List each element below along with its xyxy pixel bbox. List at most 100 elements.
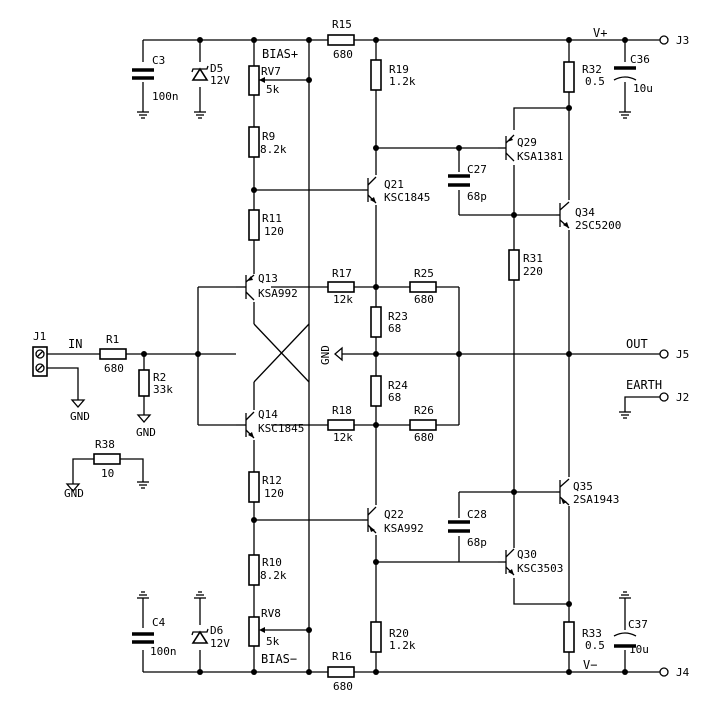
q22-ref: Q22 bbox=[384, 508, 404, 521]
transistor-q13: Q13 KSA992 bbox=[236, 272, 298, 301]
r25-value: 680 bbox=[414, 293, 434, 306]
c37-ref: C37 bbox=[628, 618, 648, 631]
r25-ref: R25 bbox=[414, 267, 434, 280]
r16-ref: R16 bbox=[332, 650, 352, 663]
r23-value: 68 bbox=[388, 322, 401, 335]
wires bbox=[47, 39, 660, 673]
resistor-r32: R32 0.5 bbox=[563, 61, 605, 93]
r9-value: 8.2k bbox=[260, 143, 287, 156]
q30-part: KSC3503 bbox=[517, 562, 563, 575]
r19-value: 1.2k bbox=[389, 75, 416, 88]
c4-ref: C4 bbox=[152, 616, 166, 629]
q29-ref: Q29 bbox=[517, 136, 537, 149]
r16-value: 680 bbox=[333, 680, 353, 693]
r19-ref: R19 bbox=[389, 63, 409, 76]
ground-j1: GND bbox=[70, 399, 90, 423]
r32-ref: R32 bbox=[582, 63, 602, 76]
j1-ref: J1 bbox=[33, 330, 46, 343]
gnd-label-r38: GND bbox=[64, 487, 84, 500]
r32-value: 0.5 bbox=[585, 75, 605, 88]
resistor-r15: R15 680 bbox=[327, 18, 355, 61]
q34-part: 2SC5200 bbox=[575, 219, 621, 232]
r17-value: 12k bbox=[333, 293, 353, 306]
capacitor-c3: C3 100n bbox=[132, 54, 179, 103]
capacitor-c27: C27 68p bbox=[448, 163, 487, 203]
q30-ref: Q30 bbox=[517, 548, 537, 561]
net-label-bias-plus: BIAS+ bbox=[262, 47, 298, 61]
rv8-ref: RV8 bbox=[261, 607, 281, 620]
net-label-bias-minus: BIAS− bbox=[261, 652, 297, 666]
net-label-v-minus: V− bbox=[583, 658, 597, 672]
c3-value: 100n bbox=[152, 90, 179, 103]
potentiometer-rv7: RV7 5k bbox=[248, 65, 281, 96]
net-label-in: IN bbox=[68, 337, 82, 351]
r24-ref: R24 bbox=[388, 379, 408, 392]
terminal-j4: J4 bbox=[659, 666, 690, 679]
gnd-label-center: GND bbox=[319, 345, 332, 365]
resistor-r26: R26 680 bbox=[409, 404, 437, 444]
r18-value: 12k bbox=[333, 431, 353, 444]
r38-ref: R38 bbox=[95, 438, 115, 451]
r10-value: 8.2k bbox=[260, 569, 287, 582]
r26-value: 680 bbox=[414, 431, 434, 444]
r26-ref: R26 bbox=[414, 404, 434, 417]
j2-ref: J2 bbox=[676, 391, 689, 404]
capacitor-c36: C36 10u bbox=[613, 53, 653, 95]
j4-ref: J4 bbox=[676, 666, 690, 679]
d6-ref: D6 bbox=[210, 624, 223, 637]
rv8-value: 5k bbox=[266, 635, 280, 648]
q34-ref: Q34 bbox=[575, 206, 595, 219]
q13-ref: Q13 bbox=[258, 272, 278, 285]
r11-ref: R11 bbox=[262, 212, 282, 225]
q13-part: KSA992 bbox=[258, 287, 298, 300]
r15-value: 680 bbox=[333, 48, 353, 61]
c36-value: 10u bbox=[633, 82, 653, 95]
ground-d5 bbox=[194, 111, 206, 119]
r18-ref: R18 bbox=[332, 404, 352, 417]
q21-part: KSC1845 bbox=[384, 191, 430, 204]
resistor-r38: R38 10 bbox=[93, 438, 121, 480]
resistor-r33: R33 0.5 bbox=[563, 621, 605, 653]
ground-c3 bbox=[137, 111, 149, 119]
resistor-r2: R2 33k bbox=[138, 369, 173, 397]
resistor-r16: R16 680 bbox=[327, 650, 355, 693]
r15-ref: R15 bbox=[332, 18, 352, 31]
resistor-r18: R18 12k bbox=[327, 404, 355, 444]
j5-ref: J5 bbox=[676, 348, 689, 361]
r9-ref: R9 bbox=[262, 130, 275, 143]
r23-ref: R23 bbox=[388, 310, 408, 323]
r12-ref: R12 bbox=[262, 474, 282, 487]
r38-value: 10 bbox=[101, 467, 114, 480]
q22-part: KSA992 bbox=[384, 522, 424, 535]
ground-earth bbox=[619, 411, 631, 419]
c37-value: 10u bbox=[629, 643, 649, 656]
r24-value: 68 bbox=[388, 391, 401, 404]
transistor-q22: Q22 KSA992 bbox=[362, 506, 424, 535]
r2-ref: R2 bbox=[153, 371, 166, 384]
terminal-j3: J3 bbox=[659, 34, 689, 47]
capacitor-c28: C28 68p bbox=[448, 508, 487, 549]
r17-ref: R17 bbox=[332, 267, 352, 280]
rv7-ref: RV7 bbox=[261, 65, 281, 78]
ground-c36 bbox=[619, 111, 631, 119]
ground-r38-right bbox=[137, 481, 149, 489]
q35-part: 2SA1943 bbox=[573, 493, 619, 506]
transistor-q21: Q21 KSC1845 bbox=[362, 176, 430, 204]
resistor-r17: R17 12k bbox=[327, 267, 355, 306]
transistor-q29: Q29 KSA1381 bbox=[498, 134, 563, 163]
q14-ref: Q14 bbox=[258, 408, 278, 421]
resistor-r31: R31 220 bbox=[508, 249, 543, 281]
q29-part: KSA1381 bbox=[517, 150, 563, 163]
net-label-earth: EARTH bbox=[626, 378, 662, 392]
ground-r38-left: GND bbox=[64, 483, 84, 500]
resistor-r23: R23 68 bbox=[370, 306, 408, 338]
resistor-r19: R19 1.2k bbox=[370, 59, 416, 91]
transistor-q35: Q35 2SA1943 bbox=[556, 478, 619, 506]
j3-ref: J3 bbox=[676, 34, 689, 47]
resistor-r1: R1 680 bbox=[99, 333, 127, 375]
potentiometer-rv8: RV8 5k bbox=[248, 607, 281, 648]
ground-d6 bbox=[194, 591, 206, 599]
d5-value: 12V bbox=[210, 74, 230, 87]
r20-ref: R20 bbox=[389, 627, 409, 640]
